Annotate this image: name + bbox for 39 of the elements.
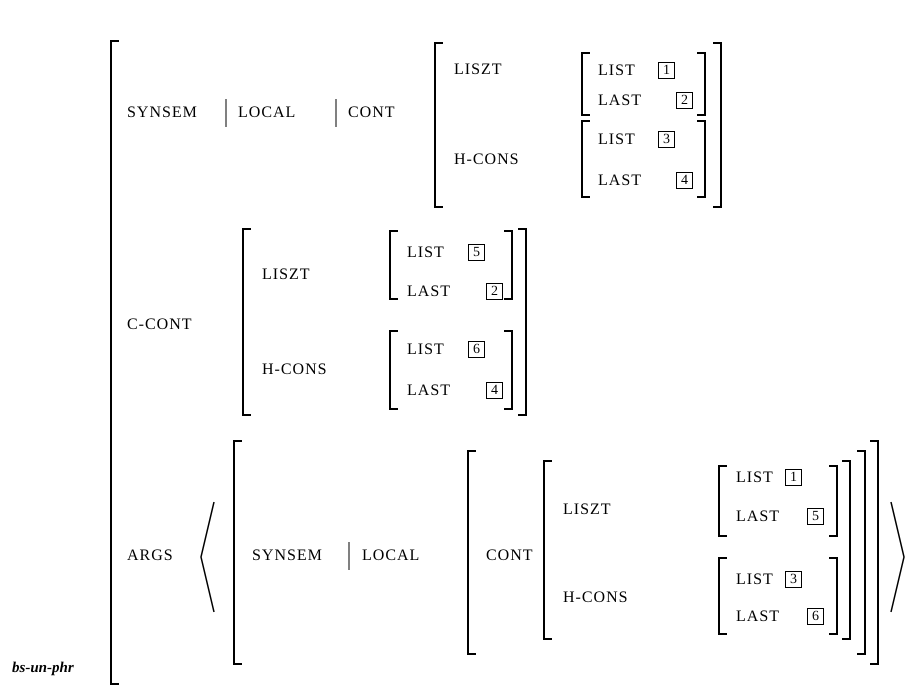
- feature-name: LIST: [736, 468, 774, 488]
- tag-number: 2: [676, 92, 693, 109]
- feature-name: LIST: [407, 340, 445, 360]
- tag-number: 1: [658, 62, 675, 79]
- feature-name: LIST: [407, 243, 445, 263]
- feature-name: LAST: [407, 381, 451, 401]
- tag-number: 6: [807, 608, 824, 625]
- feature-name: LAST: [598, 171, 642, 191]
- feature-name: H-CONS: [563, 588, 629, 608]
- feature-name: CONT: [486, 546, 534, 566]
- tag-number: 4: [676, 172, 693, 189]
- feature-name: SYNSEM: [252, 546, 323, 566]
- feature-name: C-CONT: [127, 315, 193, 335]
- feature-name: LIST: [598, 130, 636, 150]
- tag-number: 3: [658, 131, 675, 148]
- feature-name: SYNSEM: [127, 103, 198, 123]
- tag-number: 2: [486, 283, 503, 300]
- type-label: bs-un-phr: [12, 659, 74, 678]
- tag-number: 1: [785, 469, 802, 486]
- feature-name: LOCAL: [362, 546, 420, 566]
- feature-name: LIST: [598, 61, 636, 81]
- feature-name: LAST: [736, 507, 780, 527]
- tag-number: 3: [785, 571, 802, 588]
- feature-name: LAST: [407, 282, 451, 302]
- feature-name: LISZT: [563, 500, 612, 520]
- tag-number: 4: [486, 382, 503, 399]
- feature-name: H-CONS: [262, 360, 328, 380]
- feature-name: LAST: [598, 91, 642, 111]
- tag-number: 5: [468, 244, 485, 261]
- tag-number: 6: [468, 341, 485, 358]
- feature-name: CONT: [348, 103, 396, 123]
- feature-name: LISZT: [262, 265, 311, 285]
- feature-name: LIST: [736, 570, 774, 590]
- tag-number: 5: [807, 508, 824, 525]
- feature-name: LAST: [736, 607, 780, 627]
- feature-name: LISZT: [454, 60, 503, 80]
- feature-name: LOCAL: [238, 103, 296, 123]
- feature-name: H-CONS: [454, 150, 520, 170]
- feature-name: ARGS: [127, 546, 174, 566]
